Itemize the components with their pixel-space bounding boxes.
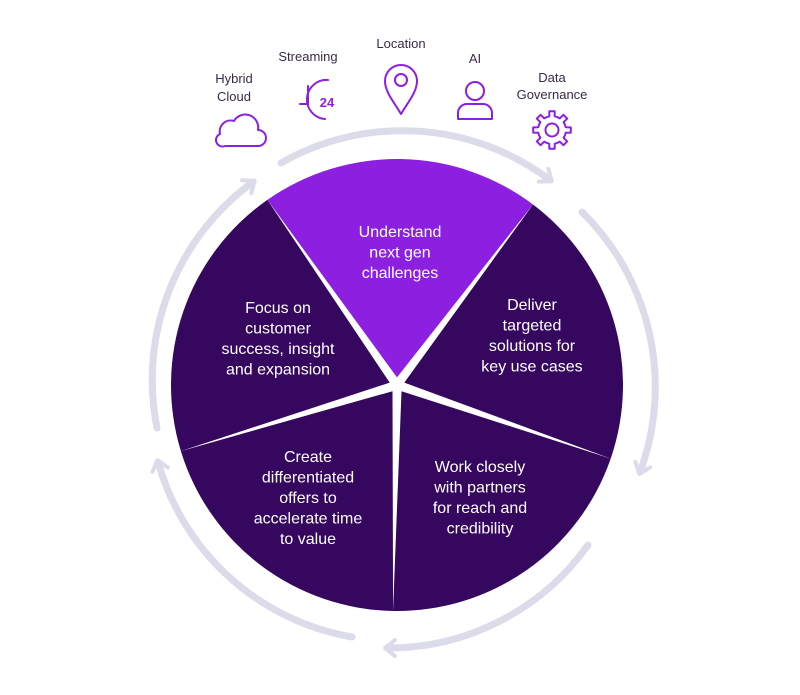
clock-24-icon bbox=[299, 78, 329, 120]
ring-arc-left bbox=[148, 178, 257, 432]
icon-label-ai: AI bbox=[469, 51, 481, 66]
segment-label-deliver-line4: key use cases bbox=[481, 359, 582, 376]
segment-success bbox=[170, 199, 390, 452]
segment-label-offers-line4: accelerate time bbox=[254, 511, 363, 528]
clock-badge-24: 24 bbox=[320, 95, 335, 110]
segment-label-deliver-line2: targeted bbox=[503, 318, 562, 335]
segment-label-success-line4: and expansion bbox=[226, 362, 330, 379]
segment-deliver bbox=[404, 204, 623, 459]
gear-icon bbox=[532, 110, 572, 150]
segment-label-understand-line2: next gen bbox=[369, 245, 430, 262]
segment-label-success-line2: customer bbox=[245, 321, 311, 338]
icon-label-streaming: Streaming bbox=[278, 49, 337, 64]
icon-label-data-governance-line1: Data bbox=[538, 70, 566, 85]
segment-offers bbox=[180, 391, 394, 611]
icon-label-data-governance-line2: Governance bbox=[517, 87, 588, 102]
ring-arc-bottom bbox=[383, 541, 592, 659]
ring-arc-bottom-left bbox=[150, 458, 356, 641]
icon-row: Hybrid Cloud 24 Streaming Location AI bbox=[215, 36, 588, 150]
segment-label-offers-line5: to value bbox=[280, 531, 336, 548]
icon-item-streaming: 24 Streaming bbox=[278, 49, 338, 120]
segment-label-deliver-line1: Deliver bbox=[507, 297, 557, 314]
segment-label-success-line3: success, insight bbox=[222, 341, 335, 358]
icon-label-location: Location bbox=[376, 36, 425, 51]
segment-label-understand-line1: Understand bbox=[359, 224, 442, 241]
icon-item-ai: AI bbox=[457, 51, 493, 120]
segment-partners bbox=[393, 391, 611, 611]
person-icon bbox=[457, 81, 493, 120]
segment-label-partners-line3: for reach and bbox=[433, 500, 527, 517]
segment-label-deliver-line3: solutions for bbox=[489, 338, 576, 355]
ring-arc-right bbox=[578, 208, 659, 476]
cloud-icon bbox=[215, 113, 267, 148]
icon-item-location: Location bbox=[376, 36, 426, 115]
icon-item-data-governance: Data Governance bbox=[517, 70, 588, 150]
segment-label-partners-line2: with partners bbox=[433, 480, 526, 497]
icon-item-hybrid-cloud: Hybrid Cloud bbox=[215, 71, 267, 148]
segment-label-success-line1: Focus on bbox=[245, 300, 311, 317]
segment-label-partners-line1: Work closely bbox=[435, 459, 525, 476]
segment-label-offers-line2: differentiated bbox=[262, 470, 354, 487]
icon-label-hybrid-cloud-line2: Cloud bbox=[217, 89, 251, 104]
segment-label-partners-line4: credibility bbox=[447, 521, 514, 538]
segment-label-offers-line3: offers to bbox=[279, 490, 337, 507]
icon-label-hybrid-cloud-line1: Hybrid bbox=[215, 71, 253, 86]
segment-label-understand-line3: challenges bbox=[362, 265, 439, 282]
map-pin-icon bbox=[384, 64, 418, 115]
ring-arc-top bbox=[277, 127, 554, 184]
cycle-ring bbox=[148, 127, 659, 659]
segment-understand bbox=[267, 159, 534, 378]
segment-label-offers-line1: Create bbox=[284, 449, 332, 466]
